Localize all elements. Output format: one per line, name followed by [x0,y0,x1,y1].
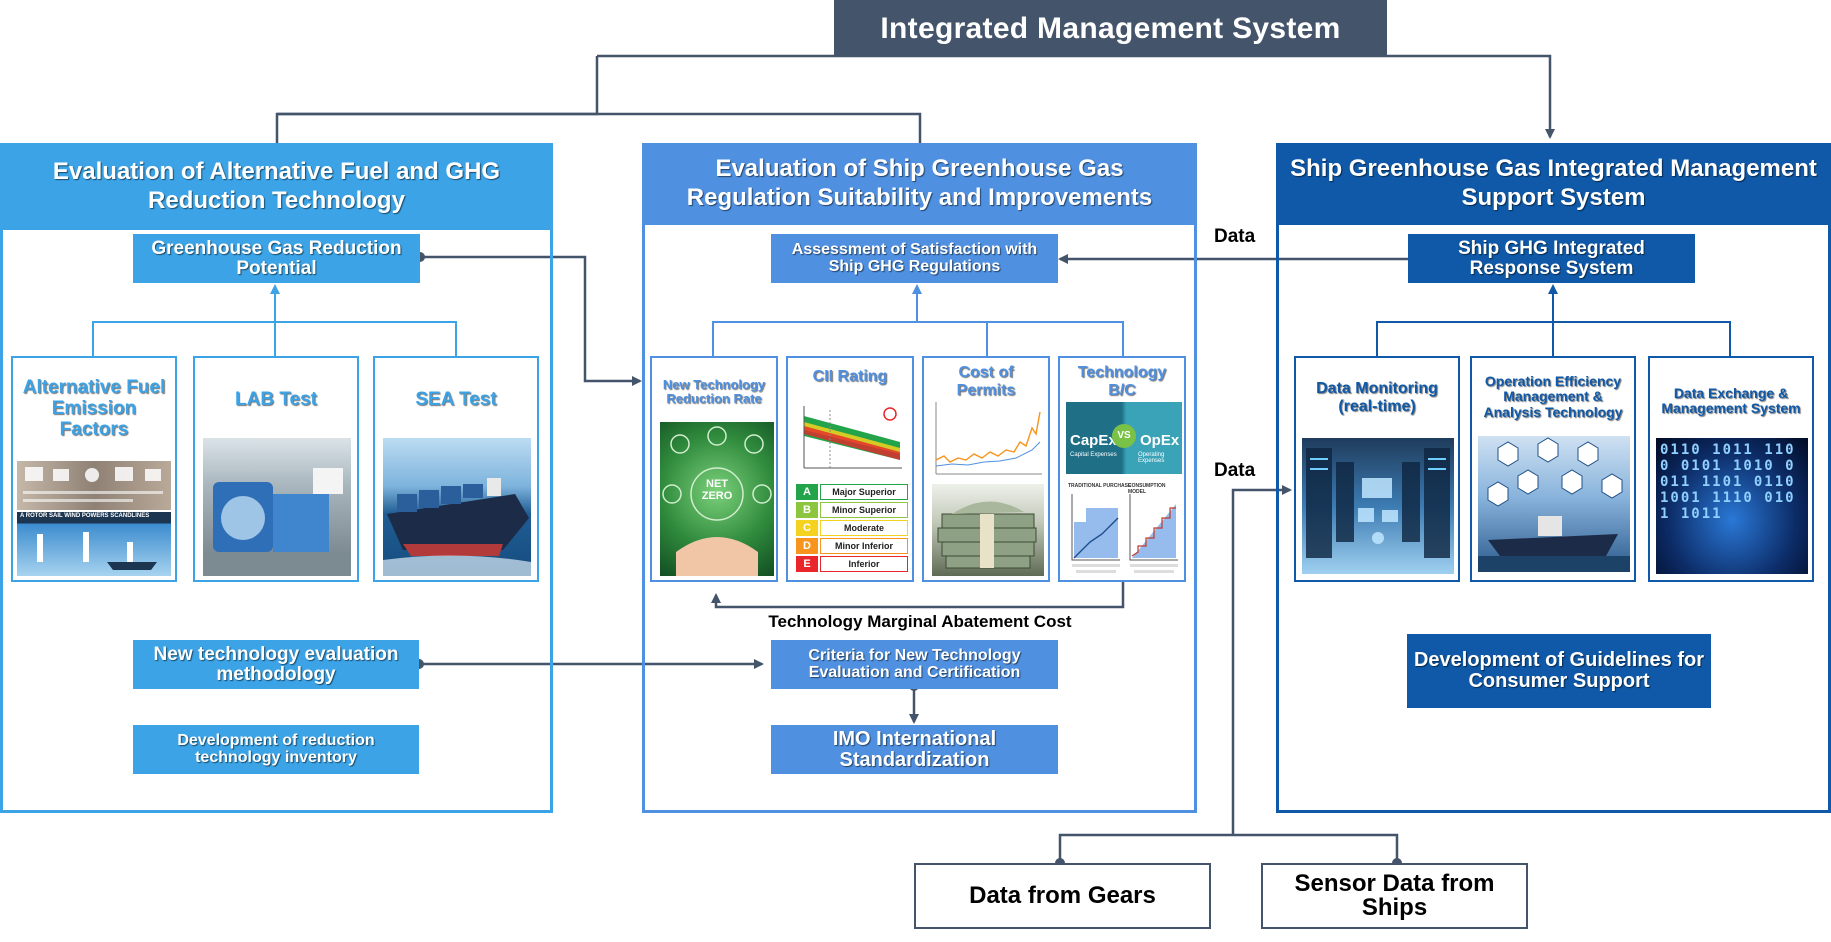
poster-caption: A ROTOR SAIL WIND POWERS SCANDLINES [20,513,150,519]
data-from-gears: Data from Gears [914,863,1211,929]
data-label-bottom: Data [1214,460,1256,481]
card-operation-efficiency-label: Operation Efficiency Management & Analys… [1483,373,1623,420]
cii-grade-letter: C [796,520,818,536]
cii-grade-label: Minor Superior [820,502,908,518]
card-lab-test: LAB Test [193,356,359,582]
card-sea-test: SEA Test [373,356,539,582]
criteria-new-tech-certification: Criteria for New Technology Evaluation a… [771,640,1058,689]
col3-heading: Ship Greenhouse Gas Integrated Managemen… [1276,143,1831,225]
vs-badge: VS [1112,424,1136,448]
card-data-exchange-label: Data Exchange & Management System [1661,385,1801,417]
new-tech-evaluation-methodology: New technology evaluation methodology [133,640,419,689]
card-lab-test-label: LAB Test [235,389,317,410]
cii-grade-letter: E [796,556,818,572]
cii-trend-chart [800,402,904,474]
card-alternative-fuel-label: Alternative Fuel Emission Factors [22,377,166,440]
card-cost-of-permits: Cost of Permits [922,356,1050,582]
marginal-abatement-cost-label: Technology Marginal Abatement Cost [768,612,1072,631]
net-zero-badge: NET ZERO [701,478,733,503]
net-zero-photo: NET ZERO [660,422,774,576]
card-technology-bc: Technology B/C CapEx Capital Expenses VS… [1058,356,1186,582]
assessment-of-satisfaction: Assessment of Satisfaction with Ship GHG… [771,234,1058,283]
engine-lab-photo [203,438,351,576]
col2-heading: Evaluation of Ship Greenhouse Gas Regula… [642,143,1197,225]
binary-code-text: 0110 1011 1100 0101 1010 0011 1101 0110 … [1660,442,1796,522]
money-stack-photo [932,484,1044,576]
traditional-purchase-label: TRADITIONAL PURCHASE [1068,483,1132,489]
card-new-tech-label: New Technology Reduction Rate [662,377,766,407]
card-data-exchange: Data Exchange & Management System 0110 1… [1648,356,1814,582]
potential-to-card-line [420,255,642,386]
capex-opex-graphic: CapEx Capital Expenses VS OpEx Operating… [1066,402,1182,474]
binary-code-photo: 0110 1011 1100 0101 1010 0011 1101 0110 … [1656,438,1808,574]
consumption-model-label: CONSUMPTION MODEL [1128,483,1166,495]
container-ship-photo [383,438,531,576]
imo-standardization: IMO International Standardization [771,725,1058,774]
card-sea-test-label: SEA Test [415,389,497,410]
rotor-sail-poster: A ROTOR SAIL WIND POWERS SCANDLINES [17,512,171,576]
cii-grade-label: Major Superior [820,484,908,500]
card-cii-label: CII Rating [812,368,888,385]
card-alternative-fuel: Alternative Fuel Emission Factors A ROTO… [11,356,177,582]
title-to-col3-line [275,56,599,143]
card-data-monitoring-label: Data Monitoring (real-time) [1316,380,1438,415]
guidelines-consumer-support: Development of Guidelines for Consumer S… [1407,634,1711,708]
capex-label: CapEx [1070,432,1117,449]
ghg-reduction-potential: Greenhouse Gas Reduction Potential [133,234,420,283]
fuel-infographic [17,461,171,510]
cii-grade-label: Inferior [820,556,908,572]
server-room-photo [1302,438,1454,574]
reduction-technology-inventory: Development of reduction technology inve… [133,725,419,774]
cii-grade-letter: B [796,502,818,518]
cii-grade-label: Minor Inferior [820,538,908,554]
card-cost-label: Cost of Permits [956,364,1016,399]
data-label-top: Data [1214,226,1256,247]
card-new-tech-reduction: New Technology Reduction Rate NET ZERO [650,356,778,582]
opex-label: OpEx [1140,432,1180,449]
cii-grade-letter: A [796,484,818,500]
cii-grade-letter: D [796,538,818,554]
smart-ship-photo [1478,436,1630,572]
ghg-integrated-response-system: Ship GHG Integrated Response System [1408,234,1695,283]
sensor-data-from-ships: Sensor Data from Ships [1261,863,1528,929]
card-operation-efficiency: Operation Efficiency Management & Analys… [1470,356,1636,582]
cii-grade-label: Moderate [820,520,908,536]
card-data-monitoring: Data Monitoring (real-time) [1294,356,1460,582]
col1-heading: Evaluation of Alternative Fuel and GHG R… [0,143,553,230]
permit-price-chart [932,398,1044,478]
capex-sub: Capital Expenses [1070,452,1117,458]
opex-sub: Operating Expenses [1138,452,1165,464]
main-title: Integrated Management System [834,0,1387,57]
purchase-model-graphic: TRADITIONAL PURCHASE CONSUMPTION MODEL [1066,482,1182,576]
card-tech-bc-label: Technology B/C [1077,364,1167,399]
